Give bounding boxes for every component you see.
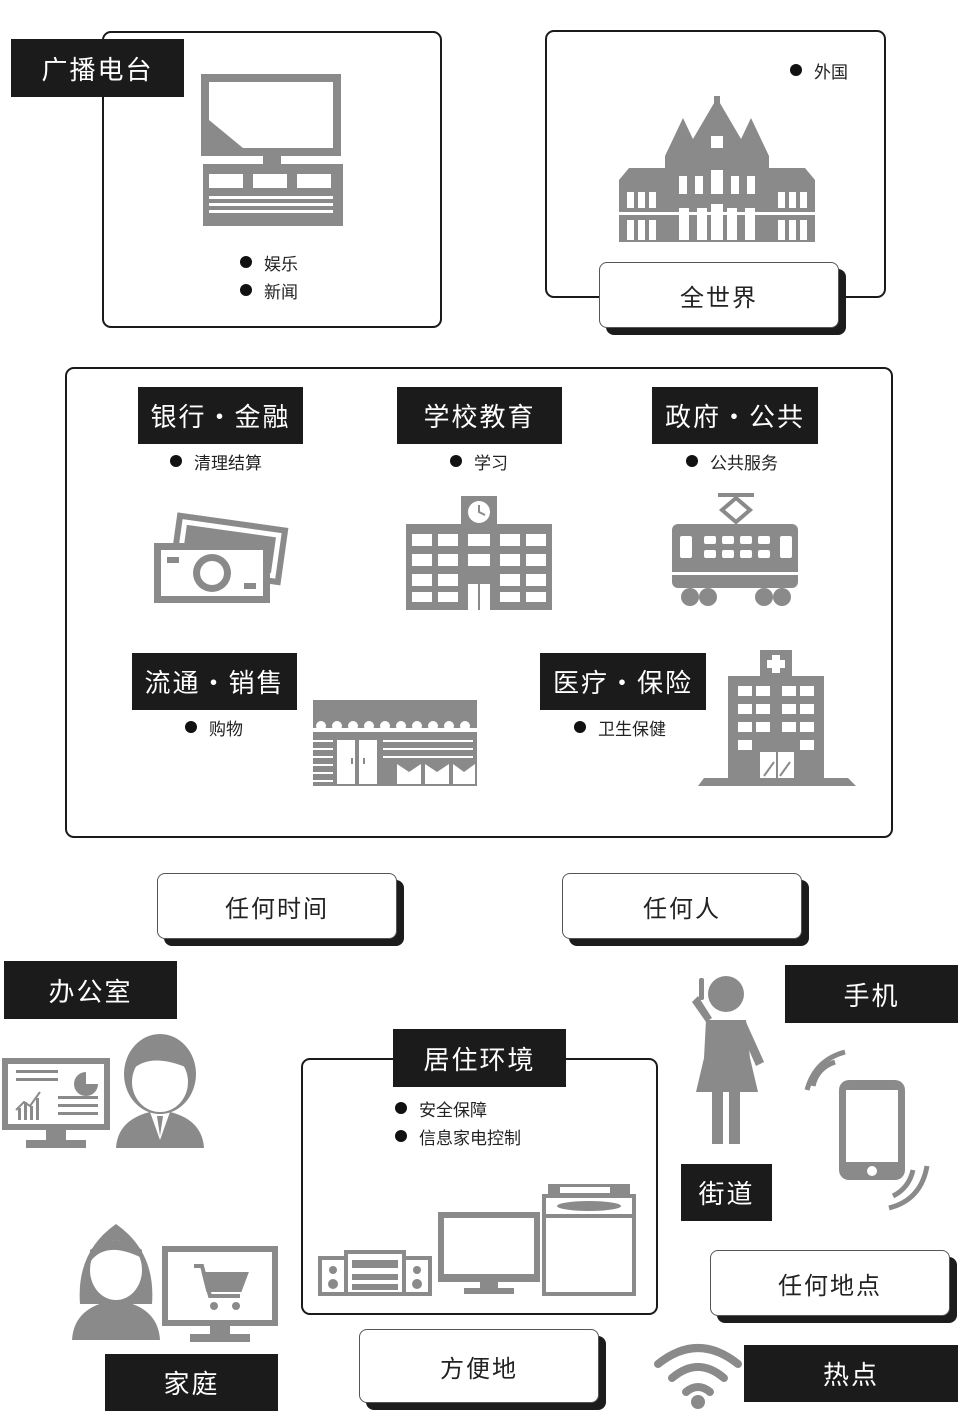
hospital-icon <box>698 650 856 786</box>
tv-icon <box>201 74 343 226</box>
bullet-appliance-control: 信息家电控制 <box>395 1122 521 1150</box>
palace-icon <box>619 96 815 242</box>
gov-label: 政府・公共 <box>652 387 818 444</box>
medical-bullets: 卫生保健 <box>574 713 666 741</box>
mobile-label: 手机 <box>785 965 958 1023</box>
bullet-security: 安全保障 <box>395 1094 521 1122</box>
world-pill: 全世界 <box>599 262 839 328</box>
bank-label: 银行・金融 <box>138 387 303 444</box>
anytime-pill: 任何时间 <box>157 873 397 939</box>
living-bullets: 安全保障 信息家电控制 <box>395 1094 521 1150</box>
retail-bullets: 购物 <box>185 713 243 741</box>
living-label: 居住环境 <box>393 1029 566 1087</box>
bullet-news: 新闻 <box>240 276 298 304</box>
anywhere-pill: 任何地点 <box>710 1250 950 1316</box>
school-bullets: 学习 <box>450 447 508 475</box>
retail-label: 流通・销售 <box>132 653 297 710</box>
anyone-pill: 任何人 <box>562 873 802 939</box>
tram-icon <box>672 493 798 606</box>
broadcast-label: 广播电台 <box>11 39 184 97</box>
bullet-study: 学习 <box>450 447 508 475</box>
bullet-entertainment: 娱乐 <box>240 248 298 276</box>
gov-bullets: 公共服务 <box>686 447 778 475</box>
store-icon <box>313 700 477 786</box>
convenient-pill: 方便地 <box>359 1329 599 1403</box>
appliances-icon <box>318 1184 636 1296</box>
shopper-icon <box>72 1224 278 1342</box>
money-icon <box>154 512 289 603</box>
broadcast-bullets: 娱乐 新闻 <box>240 248 298 304</box>
street-label: 街道 <box>681 1164 772 1221</box>
smartphone-icon <box>804 1049 930 1211</box>
wifi-icon <box>654 1344 742 1409</box>
hotspot-label: 热点 <box>744 1345 958 1402</box>
school-icon <box>406 496 552 610</box>
bullet-foreign: 外国 <box>790 56 848 84</box>
medical-label: 医疗・保险 <box>540 653 706 710</box>
bullet-clearing: 清理结算 <box>170 447 262 475</box>
businessman-icon <box>2 1034 204 1148</box>
bank-bullets: 清理结算 <box>170 447 262 475</box>
world-bullets: 外国 <box>790 56 848 84</box>
woman-phone-icon <box>692 976 764 1144</box>
home-label: 家庭 <box>105 1354 278 1411</box>
office-label: 办公室 <box>4 961 177 1019</box>
school-label: 学校教育 <box>397 387 562 444</box>
bullet-healthcare: 卫生保健 <box>574 713 666 741</box>
bullet-public-service: 公共服务 <box>686 447 778 475</box>
bullet-shopping: 购物 <box>185 713 243 741</box>
